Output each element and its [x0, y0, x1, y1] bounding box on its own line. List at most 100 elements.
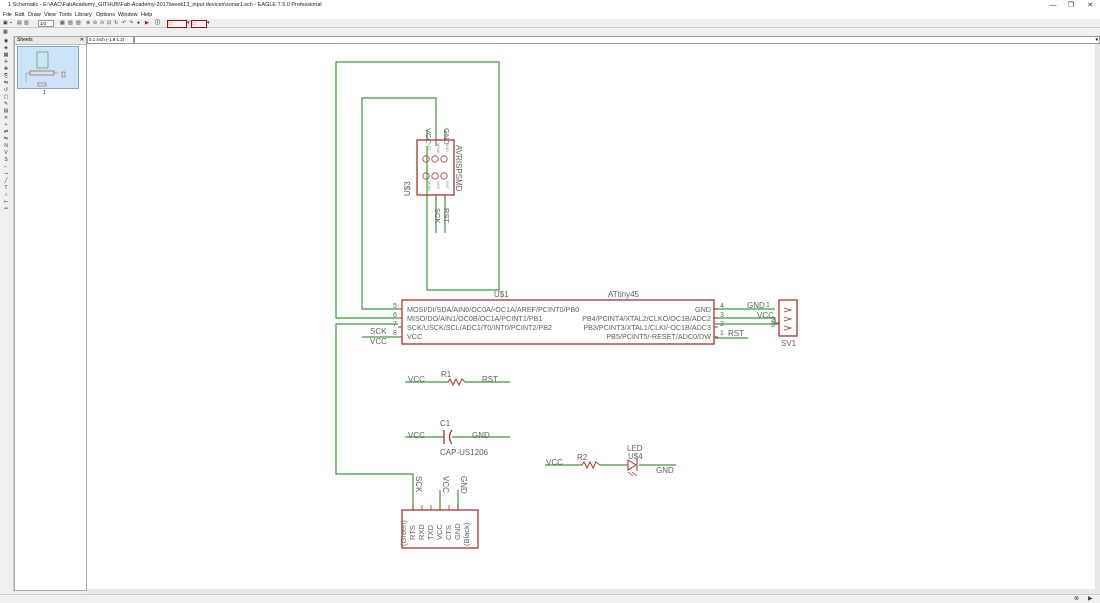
zoom-out-icon[interactable]: ⊖	[93, 20, 98, 26]
ftdi-label-vcc: VCC	[441, 476, 450, 493]
close-icon[interactable]: ✕	[79, 37, 84, 43]
stop-icon[interactable]: ⊗	[1074, 596, 1080, 602]
led-triangle	[627, 459, 637, 471]
schematic-canvas[interactable]: U$1 ATtiny45 5 6 7 8 MOSI/DI/SDA/AIN0/OC…	[87, 44, 1100, 589]
chevron-down-icon[interactable]: ▾	[1095, 37, 1098, 43]
ftdi-pin-rts: RTS	[408, 525, 417, 540]
name-tool-icon[interactable]: N	[4, 143, 8, 149]
invoke-tool-icon[interactable]: ⊸	[3, 171, 9, 177]
paste-tool-icon[interactable]: ▤	[3, 108, 9, 114]
close-button[interactable]: ✕	[1087, 2, 1093, 9]
zoom-select-icon[interactable]: ⊡	[107, 20, 112, 26]
text-tool-icon[interactable]: T	[4, 185, 8, 191]
pin-label-pb3: PB3/PCINT3/XTAL1/CLKI/-OC1B/ADC3	[583, 323, 711, 332]
pin-label-pb2: SCK/USCK/SCL/ADC1/T0/INT0/PCINT2/PB2	[407, 323, 552, 332]
redo-icon[interactable]: ↷	[129, 20, 134, 26]
ftdi-pin-vcc: VCC	[435, 524, 444, 540]
smash-tool-icon[interactable]: S	[4, 157, 8, 163]
save-icon[interactable]: ▪	[10, 20, 12, 26]
ftdi-header[interactable]: (Green) RTS RXD TXD VCC CTS GND (Black) …	[399, 476, 479, 549]
sheets-panel: Sheets ✕ 1	[14, 36, 87, 591]
c1-net-right: GND	[472, 431, 490, 440]
delete-tool-icon[interactable]: ✕	[3, 115, 9, 121]
attiny45-part[interactable]: U$1 ATtiny45 5 6 7 8 MOSI/DI/SDA/AIN0/OC…	[393, 290, 724, 345]
change-tool-icon[interactable]: ✎	[3, 101, 9, 107]
library-icon[interactable]: ▧	[68, 20, 73, 26]
attiny45-body	[401, 299, 715, 345]
mirror-tool-icon[interactable]: ⇆	[3, 80, 9, 86]
pin-label-pb5: PB5/PCINT5/-RESET/ADC0/DW	[606, 332, 711, 341]
grid-icon[interactable]: ▦	[3, 29, 8, 35]
bus-tool-icon[interactable]: ═	[4, 206, 8, 212]
split-tool-icon[interactable]: ⌐	[4, 164, 8, 170]
zoom-in-icon[interactable]: ⊕	[86, 20, 91, 26]
menu-edit[interactable]: Edit	[15, 12, 25, 18]
pin-num-4: 4	[720, 303, 724, 310]
display-tool-icon[interactable]: ▦	[3, 52, 9, 58]
cam-icon[interactable]: ▥	[24, 20, 29, 26]
resistor-r2[interactable]: R2 VCC	[546, 453, 601, 470]
vertical-scrollbar[interactable]	[1095, 44, 1100, 589]
pin-num-6: 6	[393, 312, 397, 319]
schematic-drawing[interactable]: U$1 ATtiny45 5 6 7 8 MOSI/DI/SDA/AIN0/OC…	[87, 44, 1100, 589]
sheet-thumbnail[interactable]	[17, 46, 79, 89]
rotate-tool-icon[interactable]: ↺	[3, 87, 9, 93]
dropdown-icon[interactable]: ▾	[207, 20, 210, 26]
add-tool-icon[interactable]: +	[4, 122, 8, 128]
mark-tool-icon[interactable]: ✛	[3, 59, 9, 65]
maximize-button[interactable]: ❐	[1067, 2, 1075, 9]
minimize-button[interactable]: —	[1049, 2, 1057, 9]
erc-icon[interactable]: ▭	[191, 20, 207, 28]
script-icon[interactable]: ▨	[76, 20, 81, 26]
zoom-fit-icon[interactable]: ⊙	[100, 20, 105, 26]
undo-icon[interactable]: ↶	[122, 20, 127, 26]
pinswap-tool-icon[interactable]: ⇄	[3, 129, 9, 135]
print-icon[interactable]: ▤	[17, 20, 22, 26]
menu-library[interactable]: Library	[75, 12, 92, 18]
value-tool-icon[interactable]: V	[4, 150, 8, 156]
led-u4[interactable]: LED U$4 GND	[627, 444, 674, 477]
drc-icon[interactable]: ▭	[167, 20, 187, 28]
info-icon[interactable]: ⓘ	[155, 20, 161, 26]
sheet-select[interactable]: 1/1	[38, 20, 54, 27]
menu-options[interactable]: Options	[96, 12, 115, 18]
menu-file[interactable]: File	[3, 12, 12, 18]
stop-icon[interactable]: ●	[137, 20, 141, 26]
copy-tool-icon[interactable]: ⎘	[3, 73, 8, 79]
board-icon[interactable]: ▦	[60, 20, 65, 26]
menu-window[interactable]: Window	[118, 12, 138, 18]
dropdown-icon[interactable]: ▾	[187, 20, 190, 26]
redraw-icon[interactable]: ↻	[114, 20, 119, 26]
avrisp-pad-sck: SCK	[436, 181, 441, 190]
ftdi-pin-txd: TXD	[426, 524, 435, 540]
menu-draw[interactable]: Draw	[28, 12, 41, 18]
show-tool-icon[interactable]: ◈	[4, 45, 8, 51]
info-tool-icon[interactable]: ◉	[3, 38, 9, 44]
sheet-number: 1	[43, 90, 46, 96]
led-ray-1	[627, 471, 634, 477]
net-wires	[335, 61, 779, 510]
ftdi-label-sck: SCK	[414, 476, 423, 493]
ftdi-pins	[412, 505, 459, 510]
circle-tool-icon[interactable]: ○	[4, 192, 8, 198]
menu-view[interactable]: View	[44, 12, 56, 18]
group-tool-icon[interactable]: ▢	[3, 94, 9, 100]
go-icon[interactable]: ▶	[145, 20, 149, 26]
capacitor-c1[interactable]: C1 CAP-US1206 VCC GND	[408, 419, 490, 457]
move-tool-icon[interactable]: ✥	[3, 66, 9, 72]
wire-mosi	[361, 97, 437, 310]
replace-tool-icon[interactable]: ⇋	[3, 136, 9, 142]
title-bar: 1 Schematic - E:\AAC\FabAcademy_GITHUB\F…	[0, 0, 1100, 11]
sheet-preview	[25, 51, 66, 87]
command-input[interactable]: ▾	[134, 36, 1100, 44]
resistor-r1[interactable]: R1 VCC RST	[408, 370, 498, 387]
horizontal-scrollbar[interactable]	[87, 589, 1100, 594]
avrisp-connector[interactable]: VCC GND SCK RST VCC MOSI GND MISO SCK RS…	[403, 128, 463, 223]
go-icon[interactable]: ▶	[1088, 596, 1093, 602]
open-icon[interactable]: ▣	[3, 20, 8, 26]
menu-tools[interactable]: Tools	[59, 12, 72, 18]
sv1-header[interactable]: 1 2 3 SV1	[766, 299, 798, 348]
wire-tool-icon[interactable]: ╱	[4, 178, 8, 184]
net-tool-icon[interactable]: ⊢	[3, 199, 9, 205]
menu-help[interactable]: Help	[141, 12, 153, 18]
